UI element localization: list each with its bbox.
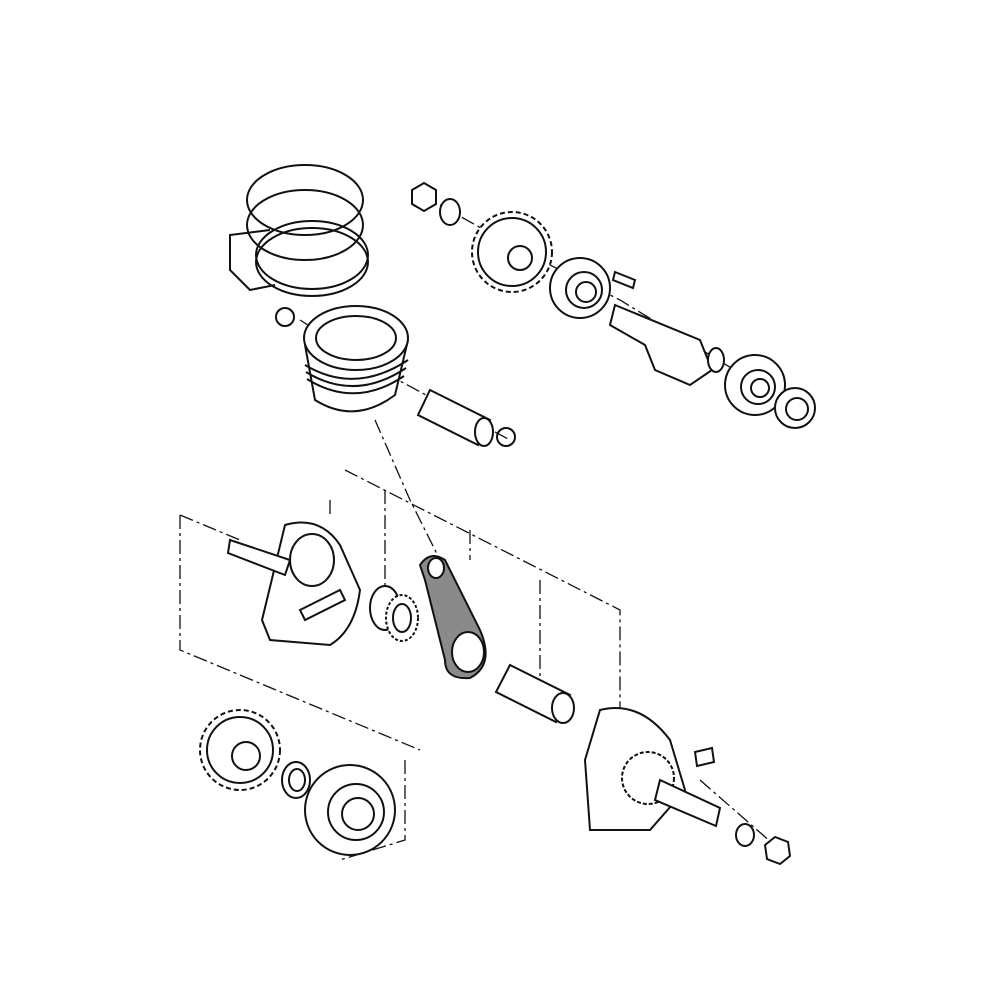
washer-icon <box>439 198 461 226</box>
oil-seal-icon <box>774 387 816 429</box>
piston-pin-icon <box>416 388 494 447</box>
needle-bearing-icon <box>369 585 419 642</box>
gear-icon <box>471 211 553 293</box>
circlip-icon <box>496 427 516 447</box>
washer-icon <box>735 823 755 847</box>
washer-icon <box>281 761 311 799</box>
crank-web-icon <box>226 521 362 647</box>
crank-pin-icon <box>494 663 575 724</box>
key-icon <box>611 270 637 290</box>
key-icon <box>693 746 716 768</box>
piston-icon <box>303 305 409 413</box>
bearing-icon <box>549 257 611 319</box>
nut-icon <box>763 835 792 866</box>
bearing-icon <box>304 764 396 856</box>
circlip-icon <box>275 307 295 327</box>
piston-ring-set-icon <box>229 164 369 297</box>
gear-icon <box>199 709 281 791</box>
balancer-shaft-icon <box>608 303 725 387</box>
bearing-icon <box>724 354 786 416</box>
nut-icon <box>411 181 437 213</box>
crank-web-icon <box>583 707 722 831</box>
connecting-rod-icon <box>418 555 487 680</box>
